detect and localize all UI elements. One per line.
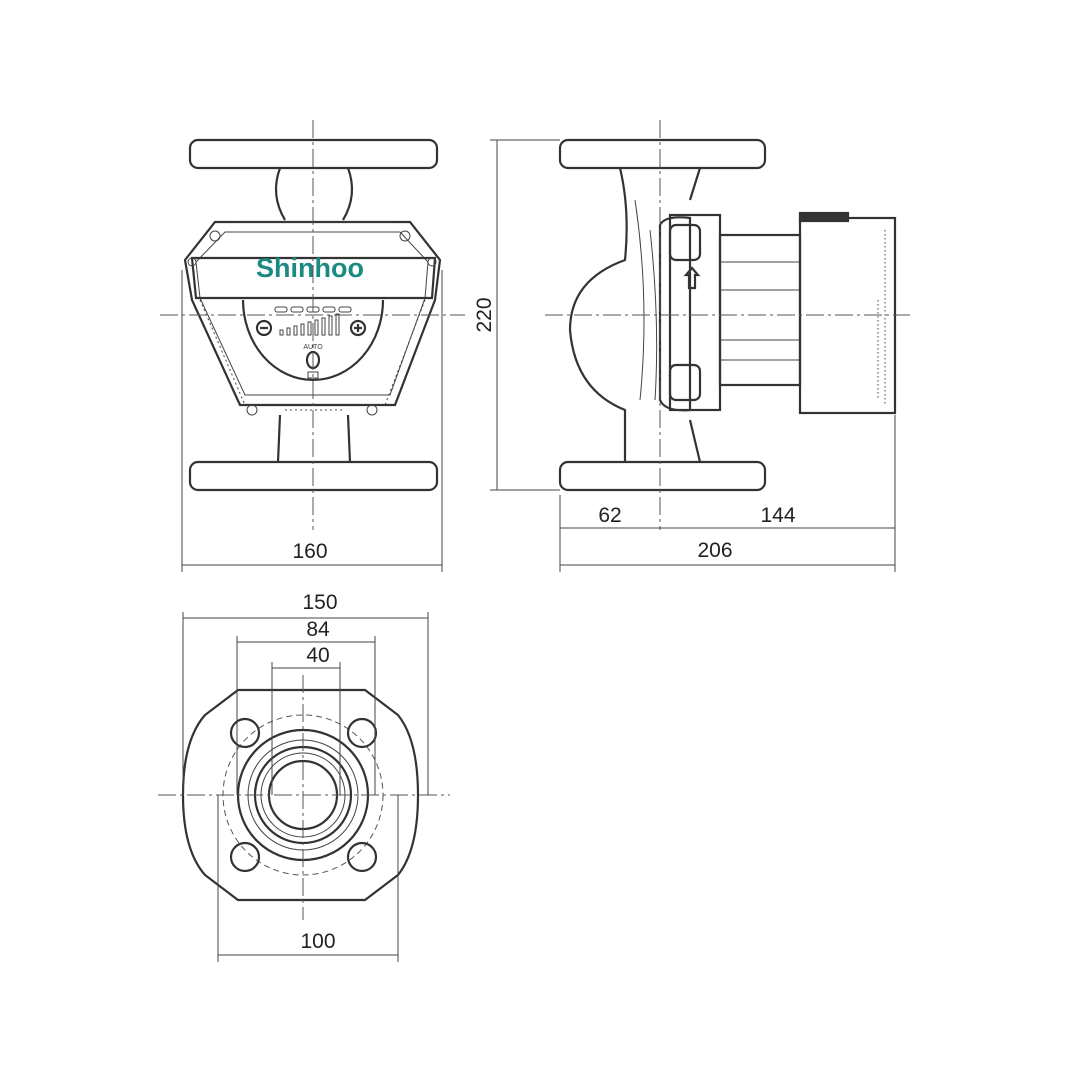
dim-flange-height: 100: [300, 930, 335, 953]
dim-bolt-spacing: 84: [306, 618, 330, 641]
front-view: Shinhoo AUTO 160: [160, 120, 465, 572]
dim-flange-width: 150: [302, 591, 337, 614]
dim-side-motor: 144: [760, 504, 795, 527]
dim-bore: 40: [306, 644, 329, 667]
dim-height: 220: [473, 297, 496, 332]
flow-arrow-icon: [683, 266, 701, 290]
fins-top: [199, 221, 426, 411]
brand-logo: Shinhoo: [256, 253, 364, 283]
dim-side-total: 206: [697, 539, 732, 562]
dim-side-offset: 62: [598, 504, 621, 527]
dim-front-width: 160: [292, 540, 327, 563]
flange-view: 150 84 40 100: [158, 591, 450, 962]
side-view: 220 62 144 206: [473, 120, 910, 572]
